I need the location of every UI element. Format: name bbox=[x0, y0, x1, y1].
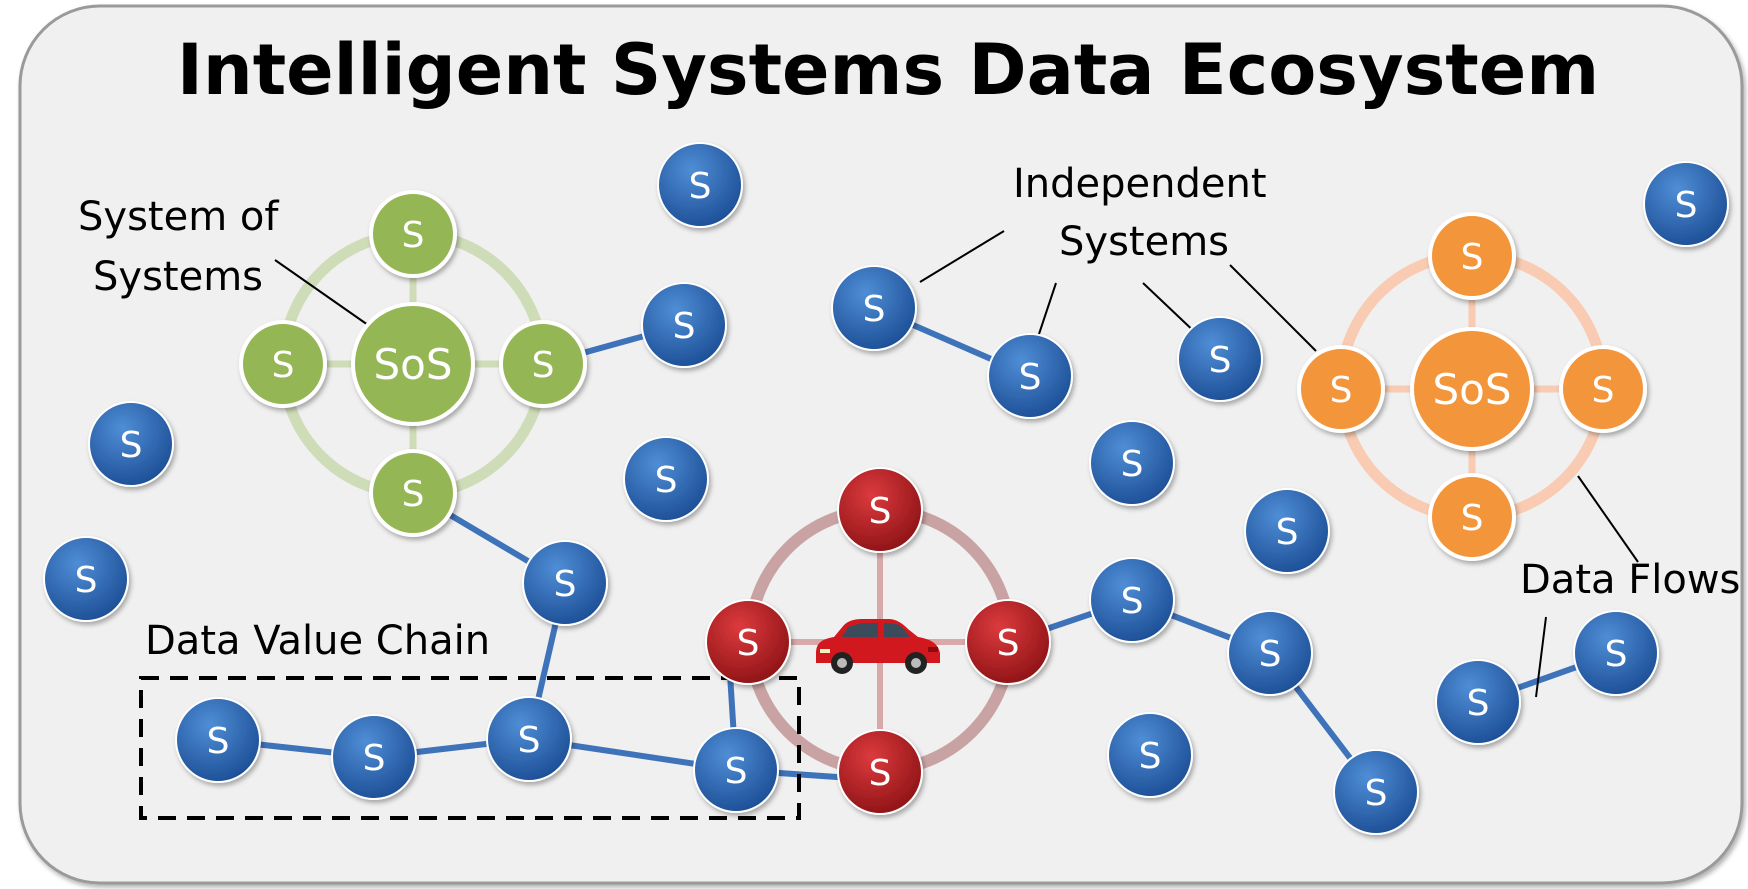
system-node: S bbox=[1107, 712, 1193, 798]
system-node: S bbox=[43, 536, 129, 622]
system-node: S bbox=[1227, 610, 1313, 696]
svg-text:S: S bbox=[673, 306, 696, 347]
diagram-title: Intelligent Systems Data Ecosystem bbox=[177, 29, 1599, 111]
system-node: S bbox=[175, 697, 261, 783]
label-data-value-chain: Data Value Chain bbox=[145, 618, 490, 664]
svg-text:S: S bbox=[869, 491, 892, 532]
red-car-icon bbox=[816, 619, 940, 674]
svg-text:S: S bbox=[725, 751, 748, 792]
leader-line-sos bbox=[274, 259, 369, 326]
system-node: S bbox=[1573, 610, 1659, 696]
svg-text:S: S bbox=[1467, 683, 1490, 724]
svg-text:S: S bbox=[402, 474, 425, 515]
system-node: S bbox=[641, 282, 727, 368]
svg-text:SoS: SoS bbox=[1432, 365, 1511, 414]
system-node: S bbox=[1244, 488, 1330, 574]
svg-text:S: S bbox=[75, 560, 98, 601]
system-node: S bbox=[1089, 420, 1175, 506]
svg-text:S: S bbox=[737, 623, 760, 664]
label-system-of-systems-line2: Systems bbox=[93, 254, 263, 300]
red-system-node: S bbox=[837, 729, 923, 815]
system-node: S bbox=[657, 142, 743, 228]
green-sos-hub: SoS bbox=[351, 302, 475, 426]
label-system-of-systems-line1: System of bbox=[78, 194, 279, 240]
system-node: S bbox=[623, 436, 709, 522]
svg-text:S: S bbox=[1461, 498, 1484, 539]
data-value-chain-box bbox=[139, 676, 801, 820]
label-independent-line1: Independent bbox=[1013, 161, 1267, 207]
system-node: S bbox=[522, 540, 608, 626]
orange-system-node: S bbox=[1559, 345, 1647, 433]
leader-line-independent bbox=[1229, 264, 1317, 352]
green-system-node: S bbox=[499, 320, 587, 408]
svg-text:S: S bbox=[1365, 773, 1388, 814]
svg-text:S: S bbox=[689, 166, 712, 207]
leader-line-independent bbox=[919, 230, 1005, 283]
svg-text:S: S bbox=[272, 345, 295, 386]
svg-text:S: S bbox=[655, 460, 678, 501]
svg-text:S: S bbox=[863, 289, 886, 330]
leader-lines bbox=[274, 230, 1639, 698]
svg-text:S: S bbox=[1330, 370, 1353, 411]
svg-text:S: S bbox=[869, 753, 892, 794]
orange-system-node: S bbox=[1428, 473, 1516, 561]
svg-text:S: S bbox=[1139, 736, 1162, 777]
red-system-node: S bbox=[965, 599, 1051, 685]
system-node: S bbox=[1435, 659, 1521, 745]
svg-text:S: S bbox=[518, 720, 541, 761]
system-nodes: S S S S S S S S S S S S S S S S S S S S … bbox=[43, 142, 1729, 835]
system-node: S bbox=[1333, 749, 1419, 835]
green-system-node: S bbox=[239, 320, 327, 408]
svg-text:S: S bbox=[532, 345, 555, 386]
svg-text:S: S bbox=[1209, 340, 1232, 381]
leader-line-data-flows bbox=[1535, 616, 1547, 698]
svg-text:SoS: SoS bbox=[373, 340, 452, 389]
leader-line-data-flows bbox=[1577, 475, 1639, 563]
system-node: S bbox=[1089, 557, 1175, 643]
green-system-node: S bbox=[369, 190, 457, 278]
svg-text:S: S bbox=[120, 425, 143, 466]
orange-system-node: S bbox=[1297, 345, 1385, 433]
system-node: S bbox=[987, 333, 1073, 419]
orange-system-node: S bbox=[1428, 212, 1516, 300]
red-system-node: S bbox=[705, 599, 791, 685]
svg-text:S: S bbox=[1121, 581, 1144, 622]
leader-line-independent bbox=[1037, 282, 1057, 338]
svg-text:S: S bbox=[1675, 185, 1698, 226]
red-system-node: S bbox=[837, 467, 923, 553]
svg-text:S: S bbox=[1121, 444, 1144, 485]
svg-text:S: S bbox=[554, 564, 577, 605]
svg-text:S: S bbox=[1605, 634, 1628, 675]
system-node: S bbox=[486, 696, 572, 782]
label-independent-line2: Systems bbox=[1059, 219, 1229, 265]
system-node: S bbox=[88, 401, 174, 487]
svg-text:S: S bbox=[1276, 512, 1299, 553]
system-node: S bbox=[331, 714, 417, 800]
system-node: S bbox=[1643, 161, 1729, 247]
system-node: S bbox=[693, 727, 779, 813]
svg-text:S: S bbox=[207, 721, 230, 762]
svg-text:S: S bbox=[402, 215, 425, 256]
green-system-node: S bbox=[369, 449, 457, 537]
svg-text:S: S bbox=[1259, 634, 1282, 675]
orange-sos-hub: SoS bbox=[1410, 327, 1534, 451]
svg-text:S: S bbox=[997, 623, 1020, 664]
label-data-flows: Data Flows bbox=[1520, 557, 1740, 603]
svg-text:S: S bbox=[1461, 237, 1484, 278]
svg-text:S: S bbox=[1592, 370, 1615, 411]
system-node: S bbox=[1177, 316, 1263, 402]
svg-text:S: S bbox=[1019, 357, 1042, 398]
system-node: S bbox=[831, 265, 917, 351]
svg-text:S: S bbox=[363, 738, 386, 779]
